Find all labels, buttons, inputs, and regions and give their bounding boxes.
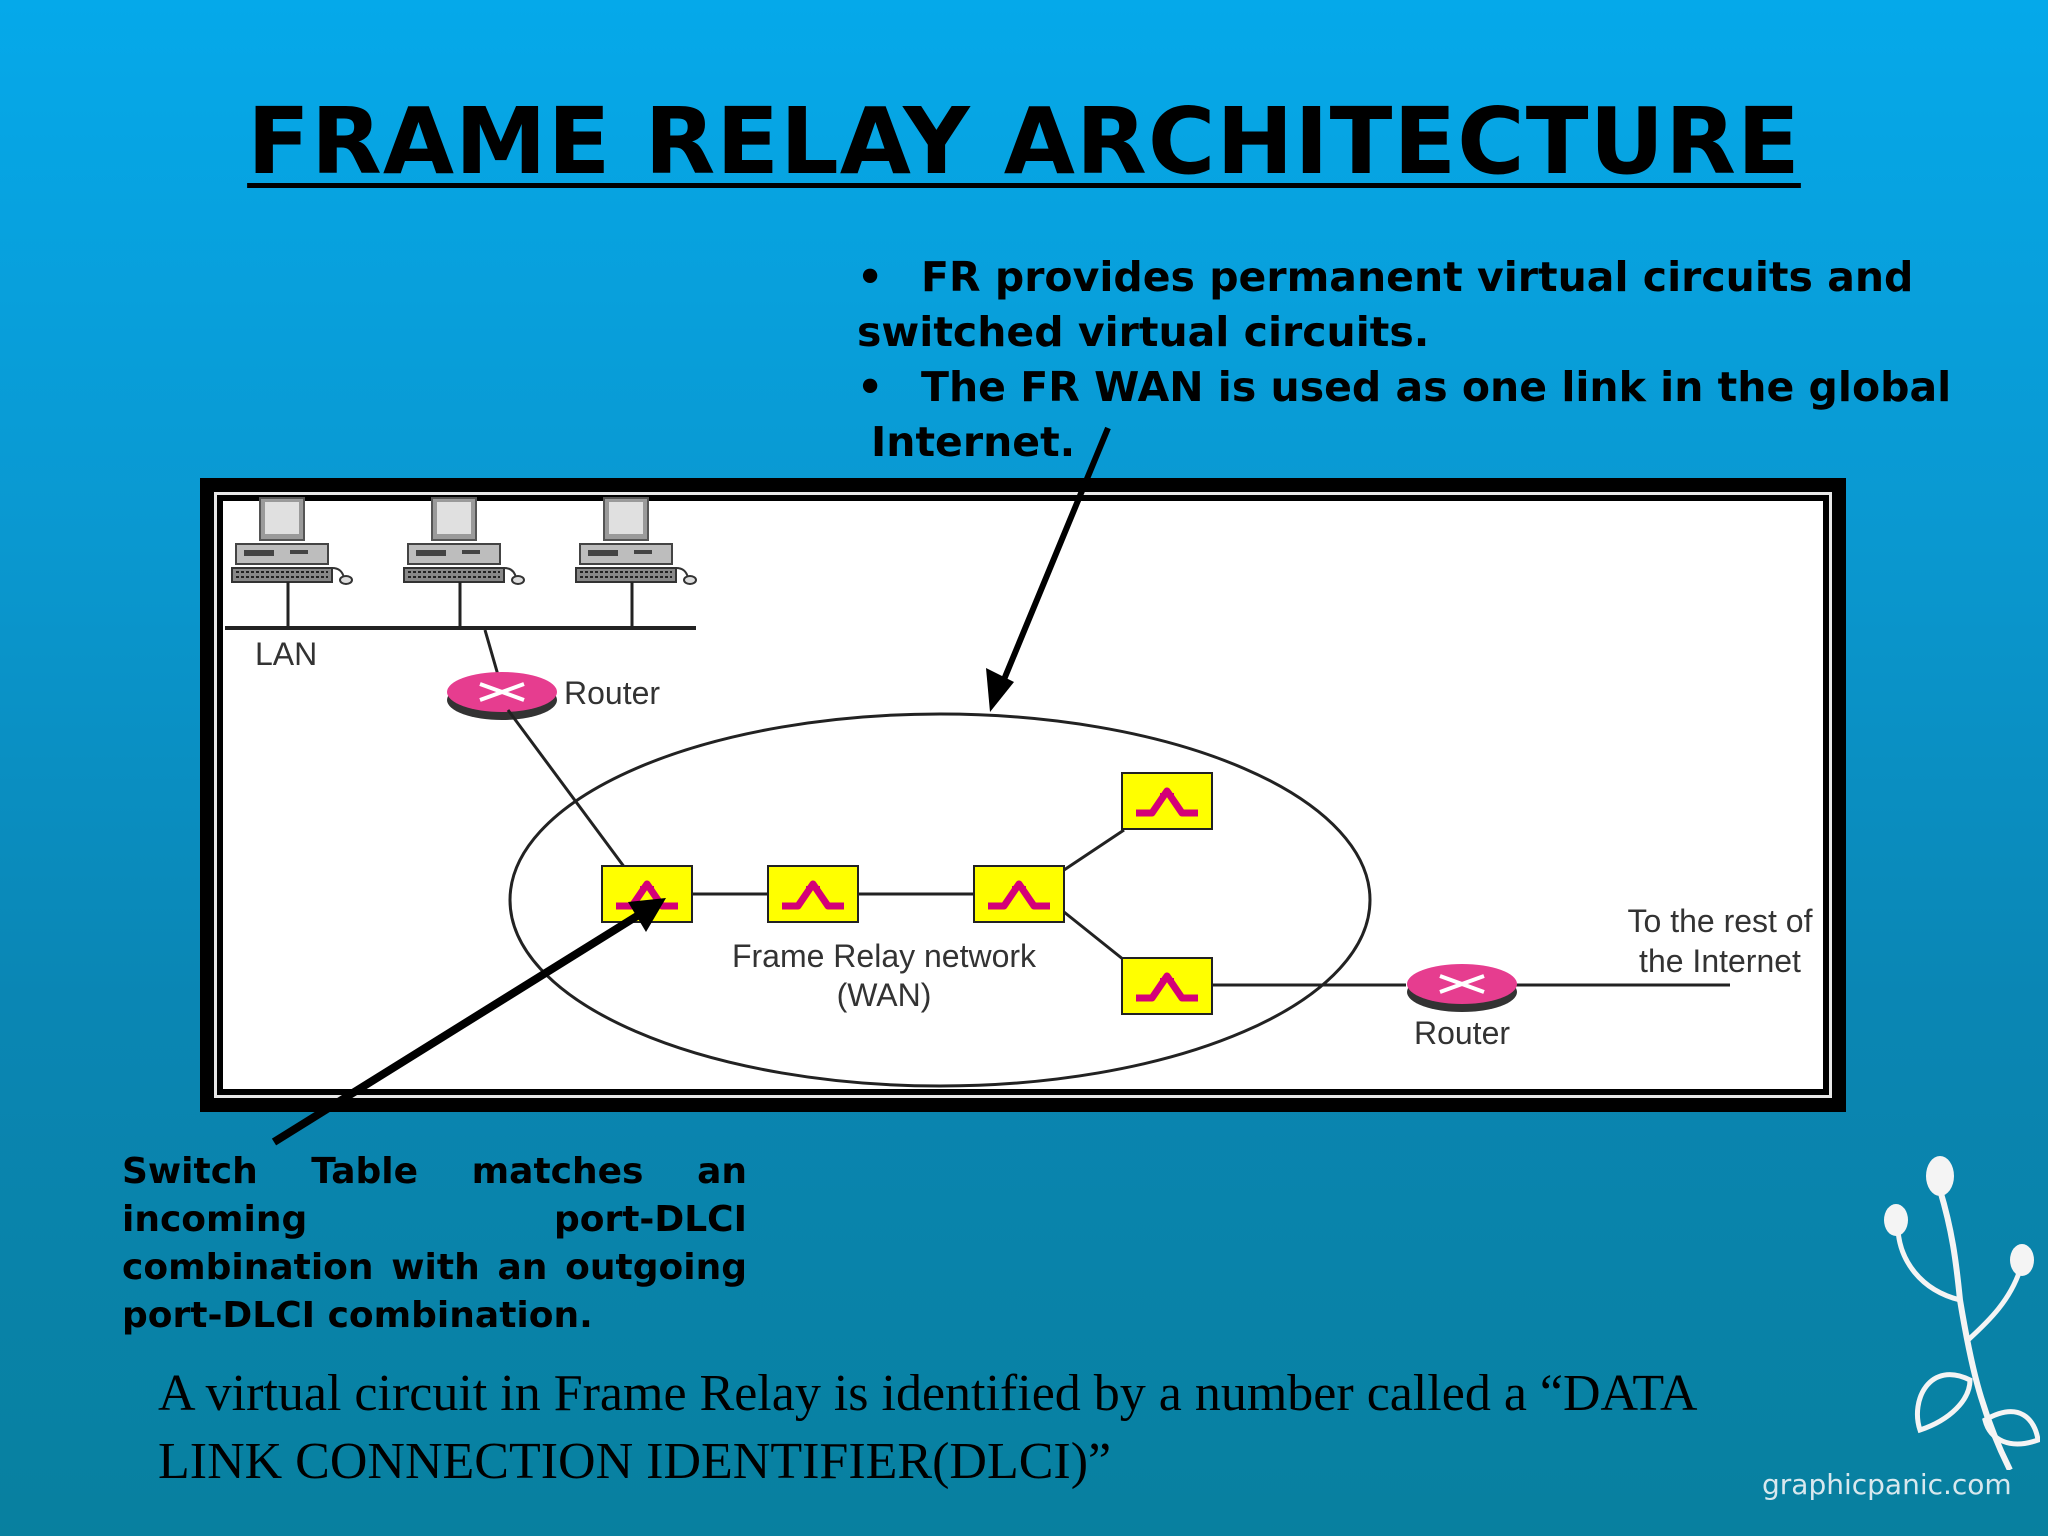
internet-label-line2: the Internet [1639,943,1801,979]
fr-switch-4 [1122,773,1212,829]
network-label-line2: (WAN) [837,977,932,1013]
frame-relay-network-cloud [508,712,1372,1088]
slide-title: FRAME RELAY ARCHITECTURE [247,88,1801,195]
lan-label: LAN [255,636,317,672]
dlci-definition: A virtual circuit in Frame Relay is iden… [158,1360,1878,1496]
bullet-item-2: • The FR WAN is used as one link in the g… [857,360,1997,415]
bullet-text: The FR WAN is used as one link in the gl… [921,363,1952,411]
bullet-item-1: • FR provides permanent virtual circuits … [857,250,1997,305]
diagram-frame [200,478,1846,1112]
bullet-marker: • [857,253,884,301]
router-right-label: Router [1414,1015,1510,1051]
bullet-marker: • [857,363,884,411]
fr-switch-2 [768,866,858,922]
dlci-definition-line1: A virtual circuit in Frame Relay is iden… [158,1365,1698,1422]
router-right [1405,962,1519,1014]
network-label-line1: Frame Relay network [732,938,1037,974]
dlci-definition-line2: LINK CONNECTION IDENTIFIER(DLCI)” [158,1433,1112,1490]
bullet-text: FR provides permanent virtual circuits a… [921,253,1914,301]
bullet-item-2-cont: Internet. [871,418,1076,466]
arrow-to-switch [271,898,666,1146]
switch-table-note: Switch Table matches an incoming port-DL… [122,1151,747,1336]
bullet-list: • FR provides permanent virtual circuits … [857,250,1997,470]
fr-switch-5 [1122,958,1212,1014]
lan-computer-3 [575,497,697,585]
arrow-to-network [986,426,1111,712]
router-left-label: Router [564,675,660,711]
bullet-item-1-cont: switched virtual circuits. [857,308,1430,356]
floral-decoration-icon [1884,1156,2040,1470]
router-left [445,670,559,722]
lan-computer-1 [231,497,353,585]
lan-computer-2 [403,497,525,585]
watermark: graphicpanic.com [1762,1468,2012,1501]
fr-switch-3 [974,866,1064,922]
internet-label-line1: To the rest of [1628,903,1813,939]
